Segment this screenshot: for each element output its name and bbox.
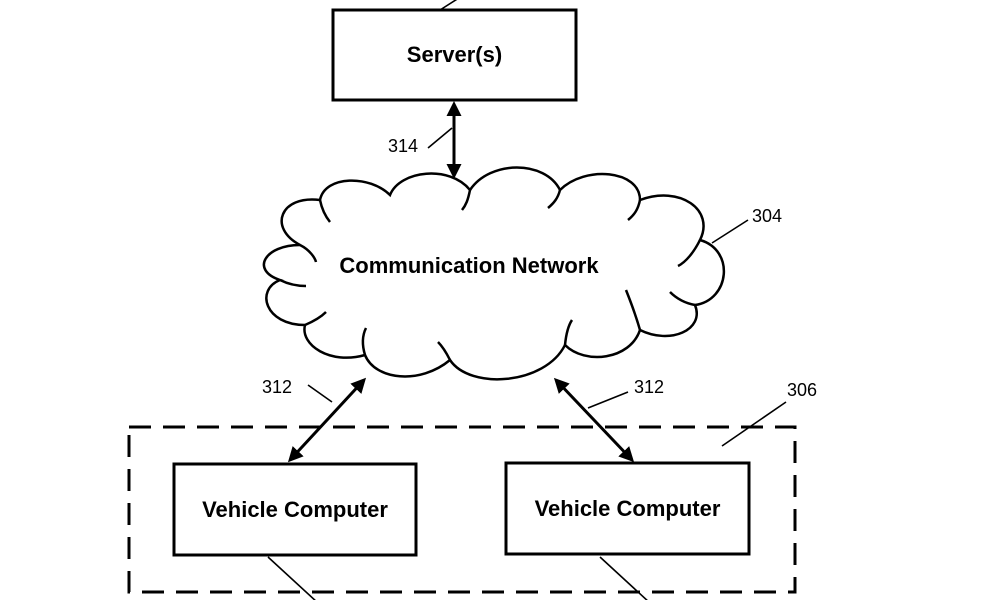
- vehicle-computer-left-label: Vehicle Computer: [202, 497, 388, 522]
- vehicle-right-leader-line: [599, 556, 648, 600]
- right-vehicle-link: [553, 377, 635, 463]
- vehicle-left-leader-line: [267, 556, 316, 600]
- right-vehicle-ref-leader: [587, 391, 629, 409]
- network-ref: 304: [752, 206, 782, 226]
- vehicle-computer-left: Vehicle Computer: [172, 462, 418, 557]
- server-leader-line: [439, 0, 458, 11]
- server-node: Server(s): [331, 8, 578, 102]
- server-network-ref-leader: [427, 127, 453, 149]
- vehicle-group-boundary: [127, 425, 797, 594]
- left-vehicle-ref: 312: [262, 377, 292, 397]
- left-vehicle-link: [287, 377, 367, 463]
- network-label: Communication Network: [339, 253, 599, 278]
- communication-network-cloud: Communication Network: [262, 166, 725, 381]
- vehicle-computer-right-label: Vehicle Computer: [535, 496, 721, 521]
- server-label: Server(s): [407, 42, 502, 67]
- vehicle-computer-right: Vehicle Computer: [504, 461, 751, 556]
- vehicle-group-ref-leader: [721, 401, 787, 447]
- left-vehicle-ref-leader: [307, 384, 333, 403]
- right-vehicle-ref: 312: [634, 377, 664, 397]
- server-network-ref: 314: [388, 136, 418, 156]
- vehicle-computer-left-box: [172, 462, 418, 557]
- server-box: [331, 8, 578, 102]
- vehicle-group-ref: 306: [787, 380, 817, 400]
- vehicle-computer-right-box: [504, 461, 751, 556]
- network-ref-leader: [711, 219, 749, 244]
